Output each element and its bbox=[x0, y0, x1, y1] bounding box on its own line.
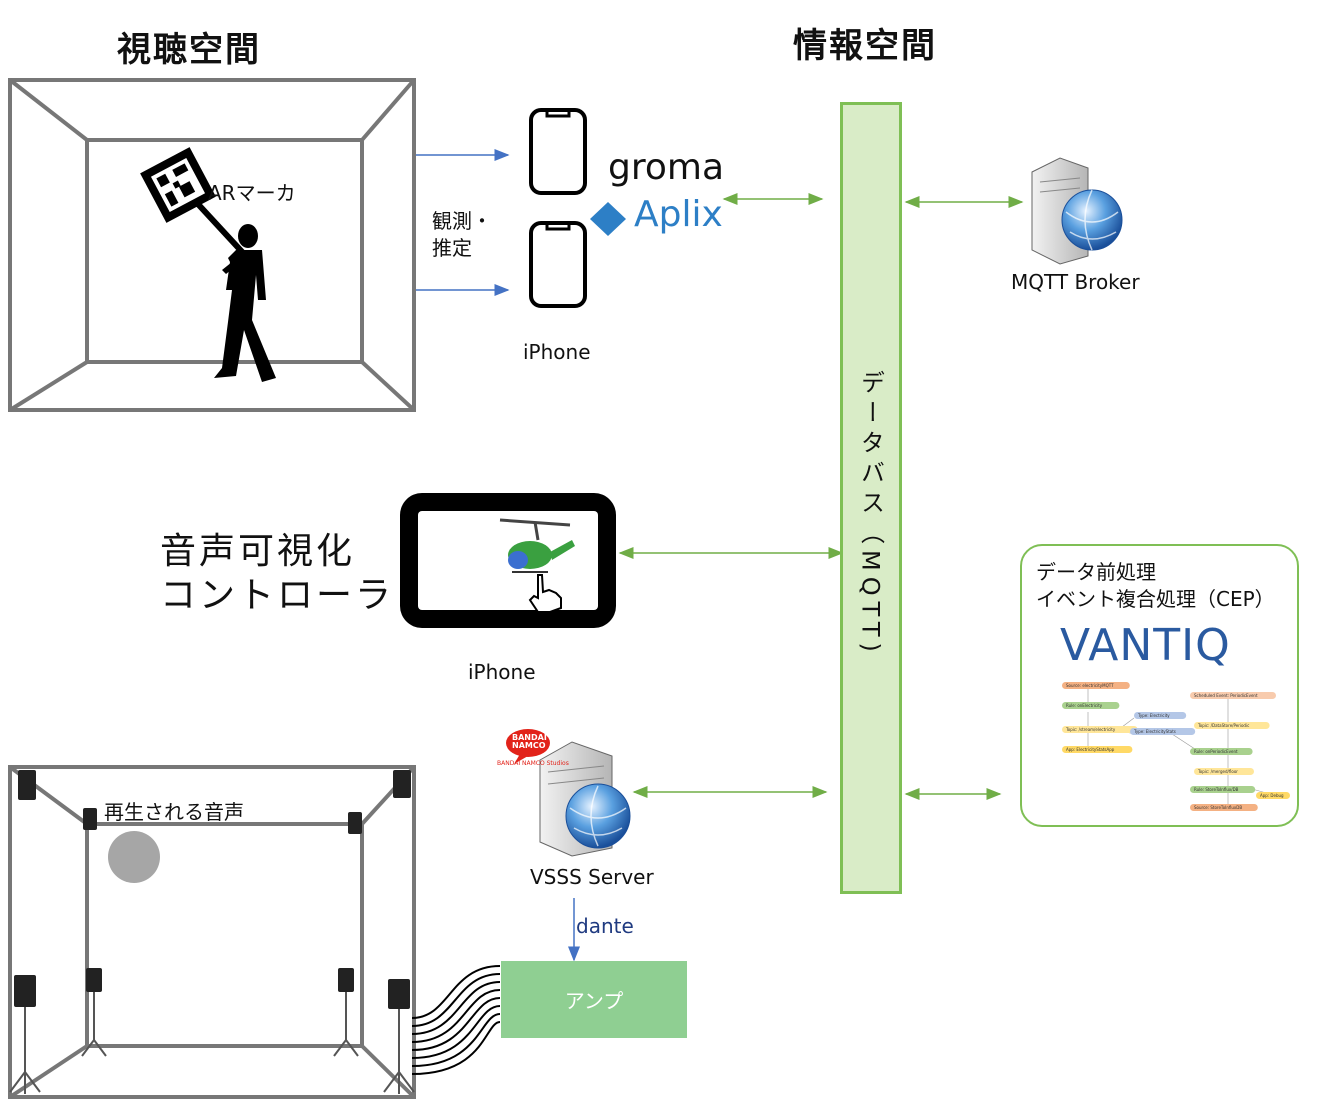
flow-node bbox=[1134, 712, 1187, 719]
flow-node bbox=[1130, 728, 1196, 735]
iphone-mid-label: iPhone bbox=[468, 660, 536, 684]
flow-node-label: Rule: onPeriodicEvent bbox=[1194, 749, 1238, 754]
cep-panel: データ前処理 イベント複合処理（CEP） VANTIQ Source: elec… bbox=[1020, 544, 1299, 827]
playback-room bbox=[8, 765, 416, 1099]
speaker-cables bbox=[411, 965, 501, 1075]
info-space-title: 情報空間 bbox=[793, 26, 937, 66]
iphone-icon bbox=[529, 108, 587, 195]
flow-node bbox=[1062, 746, 1133, 753]
flow-node-label: Type: ElectricityStats bbox=[1133, 729, 1176, 734]
tablet-icon bbox=[400, 493, 616, 628]
ar-marker-icon bbox=[140, 147, 248, 258]
vantiq-logo: VANTIQ bbox=[1060, 620, 1231, 671]
flow-node bbox=[1190, 692, 1276, 699]
played-sound-label: 再生される音声 bbox=[104, 800, 244, 824]
flow-node-label: Rule: onElectricity bbox=[1066, 703, 1103, 708]
controller-label-line1: 音声可視化 bbox=[160, 531, 356, 572]
aplix-label: Aplix bbox=[634, 194, 723, 235]
flow-node-label: Scheduled Event: PeriodicEvent bbox=[1194, 693, 1258, 698]
flow-node-label: Topic: /merged/floor bbox=[1197, 769, 1238, 774]
flow-node-label: Source: StoreToInfluxDB bbox=[1194, 805, 1242, 810]
flow-node bbox=[1256, 792, 1290, 799]
mqtt-broker-label: MQTT Broker bbox=[1011, 270, 1140, 294]
data-bus-label: データバス（MQTT) bbox=[856, 370, 885, 658]
bandai-logo-text: BANDAI NAMCO bbox=[512, 733, 547, 750]
cep-label-line2: イベント複合処理（CEP） bbox=[1036, 587, 1275, 611]
helicopter-icon bbox=[499, 518, 575, 573]
bandai-line1: BANDAI bbox=[512, 733, 547, 742]
flow-node bbox=[1190, 748, 1253, 755]
flow-node bbox=[1062, 702, 1120, 709]
flow-node-label: Source: electricityMQTT bbox=[1066, 683, 1114, 688]
vantiq-flow-graph: Source: electricityMQTT Rule: onElectrici… bbox=[1062, 682, 1290, 811]
iphone-icon bbox=[529, 221, 587, 308]
sound-source-icon bbox=[108, 831, 160, 883]
flow-node bbox=[1062, 726, 1138, 733]
flow-node-label: App: ElectricityStatsApp bbox=[1066, 747, 1115, 752]
flow-node-label: App: Debug bbox=[1260, 793, 1284, 798]
viewing-space-title: 視聴空間 bbox=[117, 30, 261, 70]
flow-node bbox=[1062, 682, 1130, 689]
flow-node bbox=[1194, 722, 1270, 729]
groma-label: groma bbox=[608, 147, 725, 188]
viewing-room bbox=[8, 78, 416, 412]
bandai-namco-logo-icon bbox=[506, 729, 550, 764]
observe-label-line1: 観測・ bbox=[432, 209, 492, 233]
controller-label-line2: コントローラ bbox=[160, 575, 395, 616]
flow-node bbox=[1190, 786, 1256, 793]
data-bus: データバス（MQTT) bbox=[840, 102, 902, 894]
server-icon bbox=[1031, 157, 1123, 265]
cep-label-line1: データ前処理 bbox=[1036, 560, 1156, 584]
hand-pointer-icon bbox=[528, 574, 562, 613]
flow-node bbox=[1190, 804, 1258, 811]
person-icon bbox=[214, 224, 276, 382]
aplix-logo-icon bbox=[590, 202, 626, 236]
bandai-line2: NAMCO bbox=[512, 741, 546, 750]
observe-label-line2: 推定 bbox=[432, 236, 472, 260]
speaker-on-stand-icon bbox=[9, 968, 415, 1094]
vsss-server-label: VSSS Server bbox=[530, 865, 654, 889]
amp-label: アンプ bbox=[564, 989, 624, 1013]
flow-node-label: Type: Electricity bbox=[1137, 713, 1170, 718]
flow-node-label: Topic: /DataStore/Periodic bbox=[1197, 723, 1249, 728]
flow-node-label: Rule: StoreToInflux/DB bbox=[1194, 787, 1239, 792]
dante-label: dante bbox=[576, 914, 634, 938]
vsss-server-icon bbox=[539, 741, 631, 857]
bandai-studios-label: BANDAI NAMCO Studios bbox=[497, 760, 569, 767]
speaker-icon bbox=[18, 770, 411, 834]
ar-marker-label: ARマーカ bbox=[208, 181, 296, 205]
flow-node-label: Topic: /stream/electricity bbox=[1065, 727, 1116, 732]
iphone-top-label: iPhone bbox=[523, 340, 591, 364]
flow-node bbox=[1194, 768, 1254, 775]
amp-box: アンプ bbox=[501, 961, 687, 1038]
